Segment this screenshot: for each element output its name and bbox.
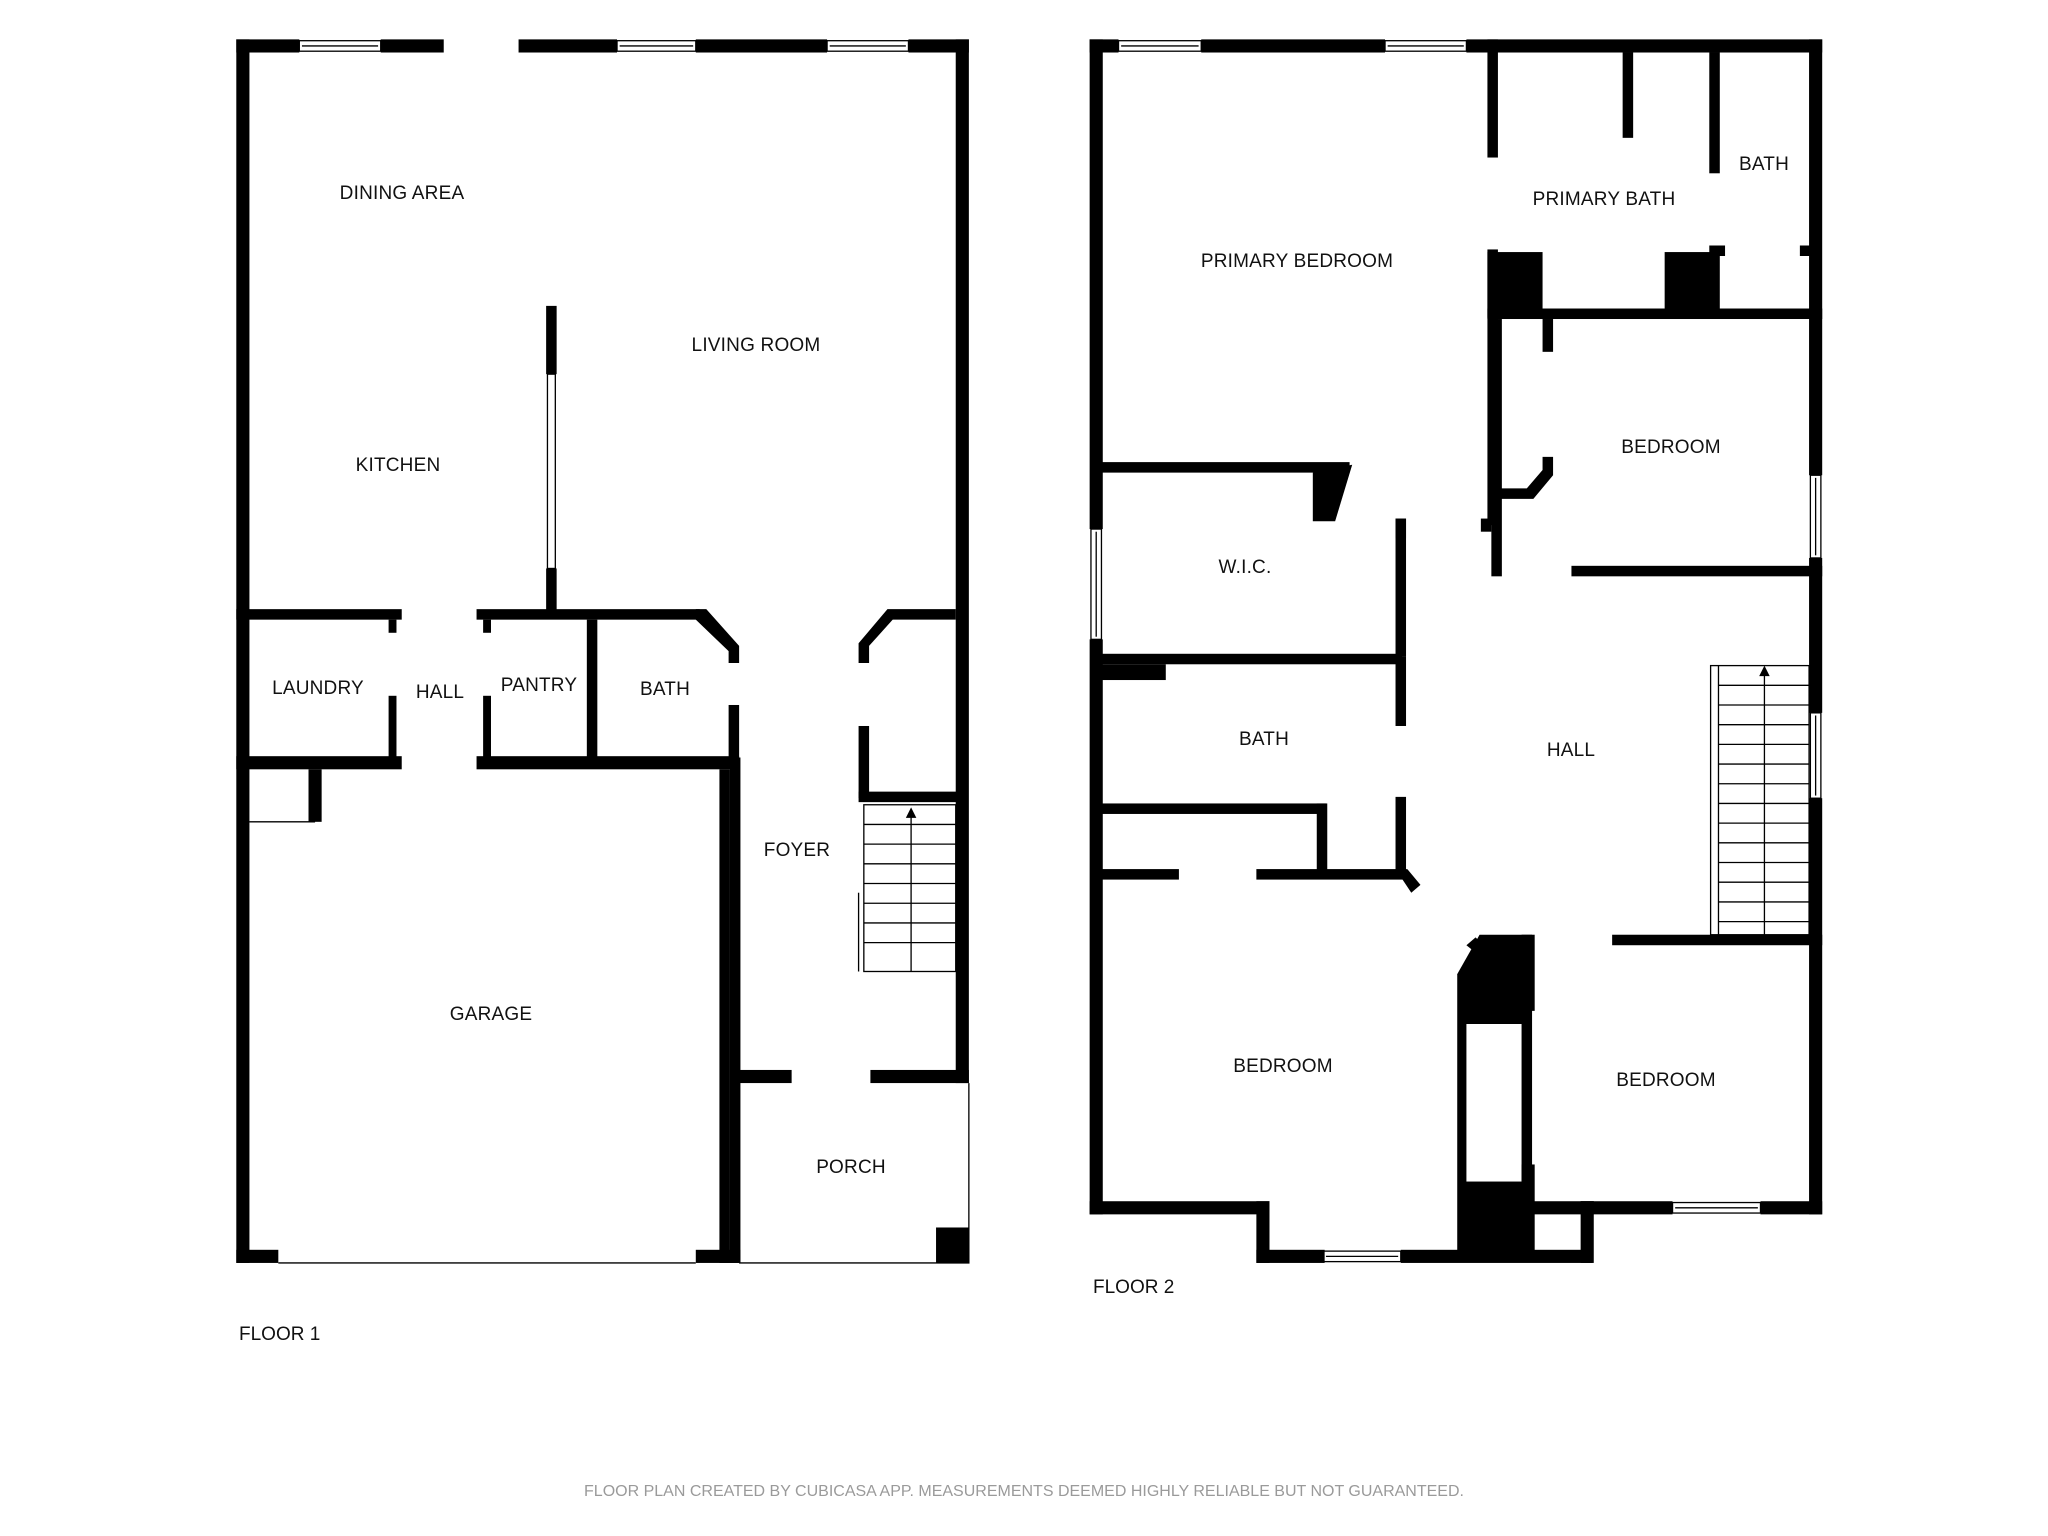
room-label-bath-upper: BATH xyxy=(1738,154,1790,175)
room-label-pantry: PANTRY xyxy=(500,675,578,696)
disclaimer-footer: FLOOR PLAN CREATED BY CUBICASA APP. MEAS… xyxy=(584,1483,1464,1500)
room-label-garage: GARAGE xyxy=(449,1004,533,1025)
floor1-stairs-arrow xyxy=(905,807,917,818)
floor1-thin-lines xyxy=(249,40,970,1264)
room-label-wic: W.I.C. xyxy=(1218,557,1272,578)
room-label-porch: PORCH xyxy=(816,1157,886,1178)
room-label-foyer: FOYER xyxy=(763,840,831,861)
floor2-stairs-arrow xyxy=(1759,665,1770,677)
room-label-hall: HALL xyxy=(415,682,465,703)
room-label-bath: BATH xyxy=(639,679,691,700)
room-label-dining-area: DINING AREA xyxy=(339,183,465,204)
room-label-primary-bedroom: PRIMARY BEDROOM xyxy=(1200,251,1394,272)
room-label-hall-upper: HALL xyxy=(1546,740,1596,761)
room-label-bedroom-southwest: BEDROOM xyxy=(1233,1056,1333,1077)
room-label-bedroom-east: BEDROOM xyxy=(1621,437,1721,458)
floor2-walls xyxy=(1089,39,1823,1263)
floor1-label: FLOOR 1 xyxy=(239,1324,321,1345)
room-label-laundry: LAUNDRY xyxy=(272,678,364,699)
room-label-bedroom-southeast: BEDROOM xyxy=(1616,1070,1716,1091)
floor1-walls xyxy=(236,39,969,1263)
room-label-bath-hall: BATH xyxy=(1238,729,1290,750)
room-label-primary-bath: PRIMARY BATH xyxy=(1532,189,1676,210)
floor2-label: FLOOR 2 xyxy=(1093,1277,1175,1298)
room-label-living-room: LIVING ROOM xyxy=(691,335,821,356)
floor2-thin-lines xyxy=(1090,40,1822,1263)
room-label-kitchen: KITCHEN xyxy=(355,455,441,476)
